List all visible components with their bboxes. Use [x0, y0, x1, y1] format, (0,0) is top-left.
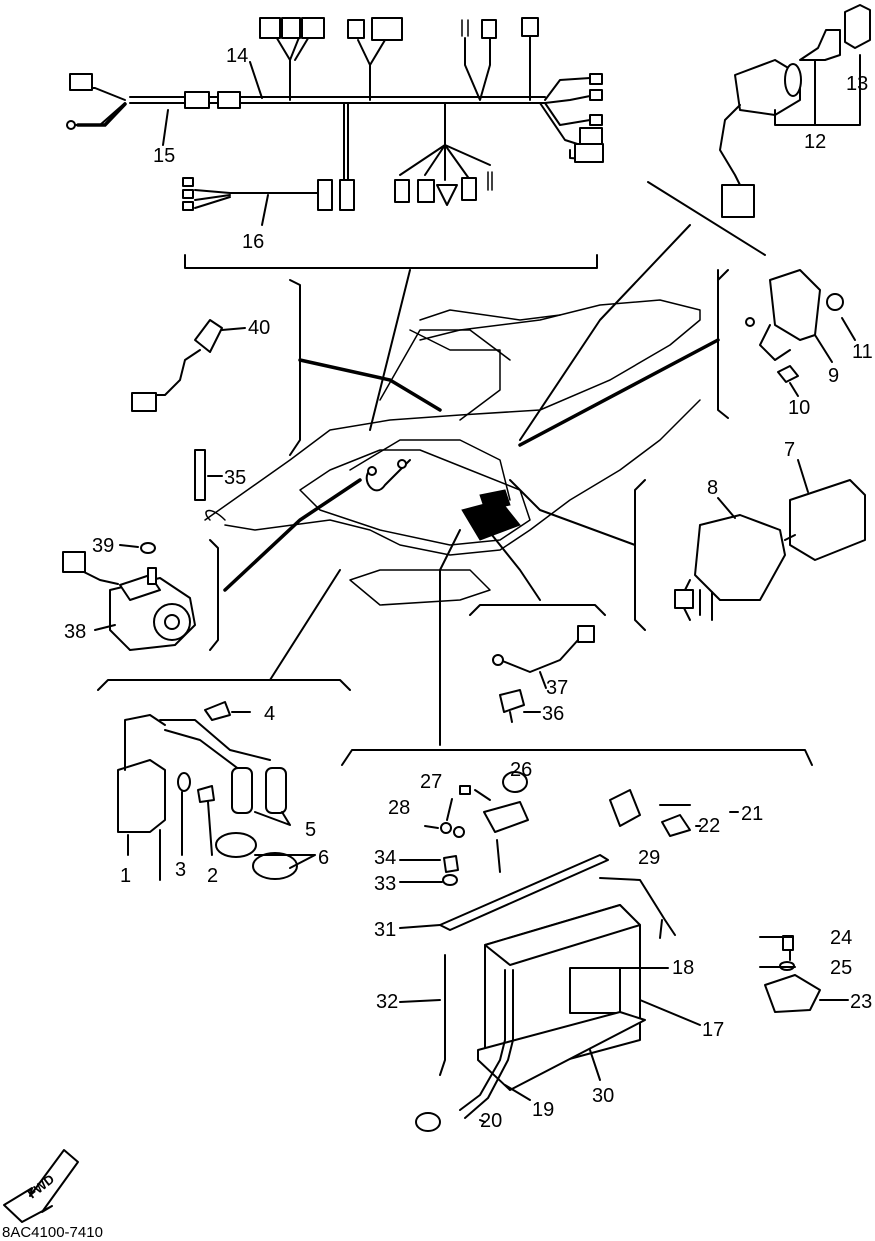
part-35-band [194, 449, 206, 501]
ignition-coil-group [117, 701, 316, 881]
callout-31: 31 [374, 919, 396, 941]
callout-34: 34 [374, 847, 396, 869]
part-40-switch [131, 319, 246, 412]
callout-labels: 1 2 3 4 5 6 7 8 9 10 11 12 13 14 15 16 1… [64, 45, 873, 1132]
callout-4: 4 [264, 703, 275, 725]
diagram-code: 8AC4100-7410 [2, 1224, 103, 1241]
callout-13: 13 [846, 73, 868, 95]
callout-3: 3 [175, 859, 186, 881]
callout-9: 9 [828, 365, 839, 387]
callout-18: 18 [672, 957, 694, 979]
callout-37: 37 [546, 677, 568, 699]
callout-29: 29 [638, 847, 660, 869]
callout-5: 5 [305, 819, 316, 841]
callout-26: 26 [510, 759, 532, 781]
callout-39: 39 [92, 535, 114, 557]
callout-17: 17 [702, 1019, 724, 1041]
fwd-arrow-icon: FWD [3, 1149, 79, 1223]
callout-23: 23 [850, 991, 872, 1013]
main-switch-assembly [519, 4, 871, 441]
callout-30: 30 [592, 1085, 614, 1107]
callout-2: 2 [207, 865, 218, 887]
callout-40: 40 [248, 317, 270, 339]
callout-33: 33 [374, 873, 396, 895]
callout-36: 36 [542, 703, 564, 725]
callout-32: 32 [376, 991, 398, 1013]
leader-lines [97, 269, 813, 766]
callout-8: 8 [707, 477, 718, 499]
callout-25: 25 [830, 957, 852, 979]
battery-group [399, 771, 849, 1132]
callout-10: 10 [788, 397, 810, 419]
callout-19: 19 [532, 1099, 554, 1121]
part-9-11-regulator [745, 269, 856, 397]
callout-12: 12 [804, 131, 826, 153]
callout-16: 16 [242, 231, 264, 253]
callout-27: 27 [420, 771, 442, 793]
callout-21: 21 [741, 803, 763, 825]
callout-28: 28 [388, 797, 410, 819]
part-36-37-sensor [492, 625, 595, 723]
callout-20: 20 [480, 1110, 502, 1132]
callout-11: 11 [852, 341, 873, 363]
callout-22: 22 [698, 815, 720, 837]
callout-14: 14 [226, 45, 248, 67]
callout-1: 1 [120, 865, 131, 887]
callout-38: 38 [64, 621, 86, 643]
callout-24: 24 [830, 927, 852, 949]
callout-15: 15 [153, 145, 175, 167]
callout-6: 6 [318, 847, 329, 869]
part-38-starter [62, 542, 196, 651]
wire-harness [66, 17, 604, 269]
callout-7: 7 [784, 439, 795, 461]
part-7-8-cdi [674, 459, 866, 621]
snowmobile-body [204, 299, 701, 606]
callout-35: 35 [224, 467, 246, 489]
